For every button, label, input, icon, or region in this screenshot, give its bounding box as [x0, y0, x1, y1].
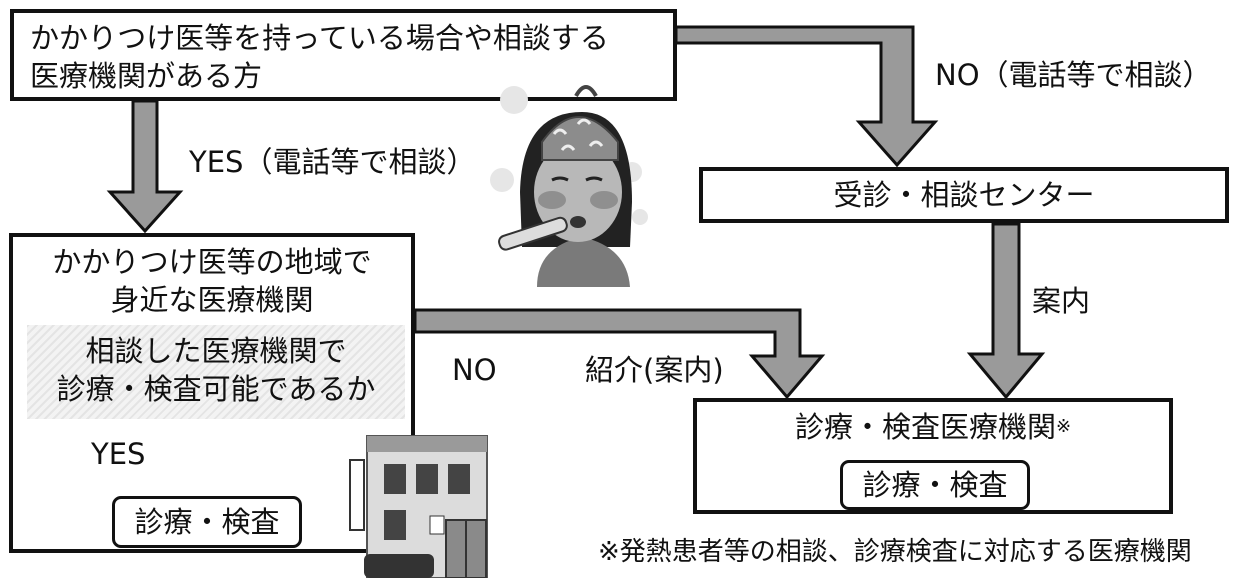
box-local-clinic-line1: かかりつけ医等の地域で — [52, 245, 372, 279]
box-has-family-doctor-line1: かかりつけ医等を持っている場合や相談する — [30, 21, 609, 55]
arrow-yes-to-local — [106, 99, 184, 234]
label-guide: 案内 — [1032, 284, 1091, 318]
clinic-building-illustration — [349, 435, 488, 578]
label-no-phone: NO（電話等で相談） — [935, 58, 1212, 92]
box-exam-clinic-mark: ※ — [1055, 416, 1072, 437]
box-local-clinic: かかりつけ医等の地域で 身近な医療機関 相談した医療機関で 診療・検査可能である… — [9, 233, 415, 553]
box-exam-clinic-title-text: 診療・検査医療機関 — [794, 410, 1056, 444]
box-has-family-doctor: かかりつけ医等を持っている場合や相談する 医療機関がある方 — [10, 9, 677, 101]
local-exam-box: 診療・検査 — [112, 496, 302, 548]
box-consultation-center-label: 受診・相談センター — [833, 178, 1095, 212]
local-exam-label: 診療・検査 — [134, 505, 280, 539]
question-line1: 相談した医療機関で — [85, 334, 347, 368]
label-yes-phone: YES（電話等で相談） — [189, 145, 476, 179]
footnote: ※発熱患者等の相談、診療検査に対応する医療機関 — [598, 537, 1192, 567]
arrow-center-to-clinic — [966, 222, 1046, 400]
label-yes-local: YES — [91, 437, 146, 471]
question-line2: 診療・検査可能であるか — [56, 372, 376, 406]
question-area: 相談した医療機関で 診療・検査可能であるか — [27, 325, 405, 419]
box-has-family-doctor-line2: 医療機関がある方 — [30, 59, 263, 93]
label-referral: 紹介(案内) — [585, 353, 724, 387]
label-no: NO — [452, 353, 497, 387]
exam-clinic-inner-box: 診療・検査 — [840, 460, 1030, 510]
sick-person-illustration — [490, 85, 648, 287]
box-exam-clinic: 診療・検査医療機関※ 診療・検査 — [693, 398, 1173, 514]
box-local-clinic-line2: 身近な医療機関 — [110, 283, 314, 317]
arrow-no-to-center — [674, 25, 939, 168]
box-exam-clinic-title: 診療・検査医療機関※ — [697, 408, 1169, 446]
arrow-local-to-clinic — [413, 308, 826, 400]
exam-clinic-inner-label: 診療・検査 — [862, 468, 1008, 502]
box-consultation-center: 受診・相談センター — [699, 167, 1229, 223]
